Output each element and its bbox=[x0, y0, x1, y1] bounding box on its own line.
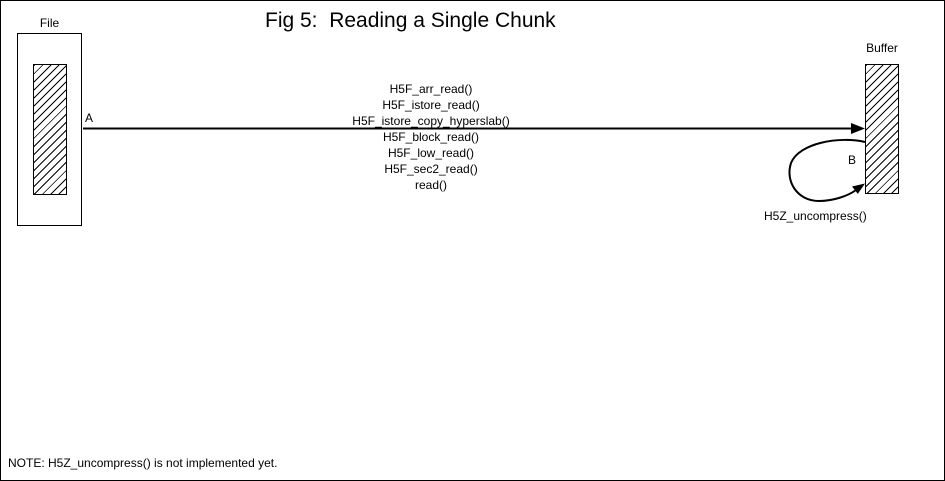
arrow-a-arrowhead-icon bbox=[851, 123, 865, 134]
figure-note: NOTE: H5Z_uncompress() is not implemente… bbox=[8, 456, 278, 470]
arrow-b-loop bbox=[788, 138, 866, 203]
figure-title: Fig 5: Reading a Single Chunk bbox=[265, 9, 556, 32]
call-stack-item: read() bbox=[414, 178, 447, 192]
call-stack-item: H5F_low_read() bbox=[387, 146, 475, 160]
call-stack-item: H5F_block_read() bbox=[382, 130, 480, 144]
call-stack-item: H5F_istore_copy_hyperslab() bbox=[352, 114, 510, 128]
file-label: File bbox=[39, 16, 60, 30]
call-stack-item: H5F_istore_read() bbox=[382, 98, 480, 112]
arrow-b-label: B bbox=[848, 153, 857, 167]
arrow-a-label: A bbox=[85, 111, 94, 125]
file-chunk-region bbox=[33, 64, 67, 195]
call-stack: H5F_arr_read() H5F_istore_read() H5F_ist… bbox=[281, 81, 581, 193]
arrow-b-arrowhead-icon bbox=[852, 183, 865, 194]
call-stack-item: H5F_arr_read() bbox=[389, 82, 473, 96]
buffer-region bbox=[865, 64, 899, 194]
buffer-label: Buffer bbox=[866, 41, 898, 55]
arrow-b-call-label: H5Z_uncompress() bbox=[764, 209, 867, 223]
call-stack-item: H5F_sec2_read() bbox=[384, 162, 478, 176]
